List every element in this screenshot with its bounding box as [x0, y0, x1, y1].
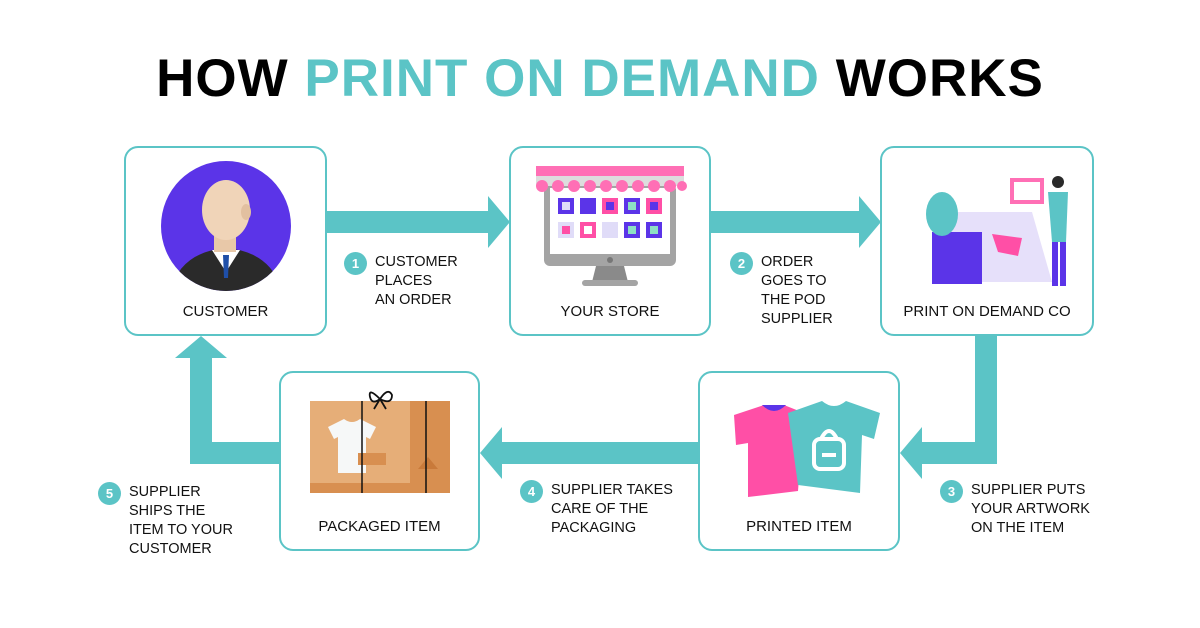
step-text: SUPPLIER TAKES CARE OF THE PACKAGING: [551, 482, 673, 536]
step-number-badge: 2: [730, 252, 753, 275]
node-label: YOUR STORE: [560, 303, 660, 320]
step-3: 3 SUPPLIER PUTS YOUR ARTWORK ON THE ITEM: [940, 480, 1090, 538]
step-text: ORDER GOES TO THE POD SUPPLIER: [761, 254, 833, 327]
title-part2: WORKS: [819, 49, 1044, 108]
step-text: SUPPLIER SHIPS THE ITEM TO YOUR CUSTOMER: [129, 484, 233, 557]
title-part1: HOW: [156, 49, 305, 108]
node-your-store: YOUR STORE: [509, 146, 711, 336]
printing-worker-icon: [926, 176, 1068, 286]
step-text: CUSTOMER PLACES AN ORDER: [375, 254, 458, 308]
customer-avatar-icon: [160, 161, 291, 291]
page-title: HOW PRINT ON DEMAND WORKS: [0, 48, 1200, 109]
step-text: SUPPLIER PUTS YOUR ARTWORK ON THE ITEM: [971, 482, 1090, 536]
node-label: CUSTOMER: [182, 303, 269, 320]
title-accent: PRINT ON DEMAND: [304, 49, 820, 108]
step-5: 5 SUPPLIER SHIPS THE ITEM TO YOUR CUSTOM…: [98, 482, 233, 559]
tshirts-icon: [734, 401, 880, 497]
node-customer: CUSTOMER: [124, 146, 327, 336]
package-box-icon: [309, 390, 450, 493]
node-label: PRINTED ITEM: [746, 518, 852, 535]
step-number-badge: 4: [520, 480, 543, 503]
step-number-badge: 1: [344, 252, 367, 275]
step-number-badge: 3: [940, 480, 963, 503]
step-2: 2 ORDER GOES TO THE POD SUPPLIER: [730, 252, 833, 329]
node-packaged-item: PACKAGED ITEM: [279, 371, 480, 551]
node-print-on-demand-co: PRINT ON DEMAND CO: [880, 146, 1094, 336]
step-1: 1 CUSTOMER PLACES AN ORDER: [344, 252, 458, 310]
node-printed-item: PRINTED ITEM: [698, 371, 900, 551]
step-number-badge: 5: [98, 482, 121, 505]
node-label: PACKAGED ITEM: [318, 518, 441, 535]
store-monitor-icon: [536, 166, 687, 286]
step-4: 4 SUPPLIER TAKES CARE OF THE PACKAGING: [520, 480, 673, 538]
node-label: PRINT ON DEMAND CO: [903, 303, 1071, 320]
